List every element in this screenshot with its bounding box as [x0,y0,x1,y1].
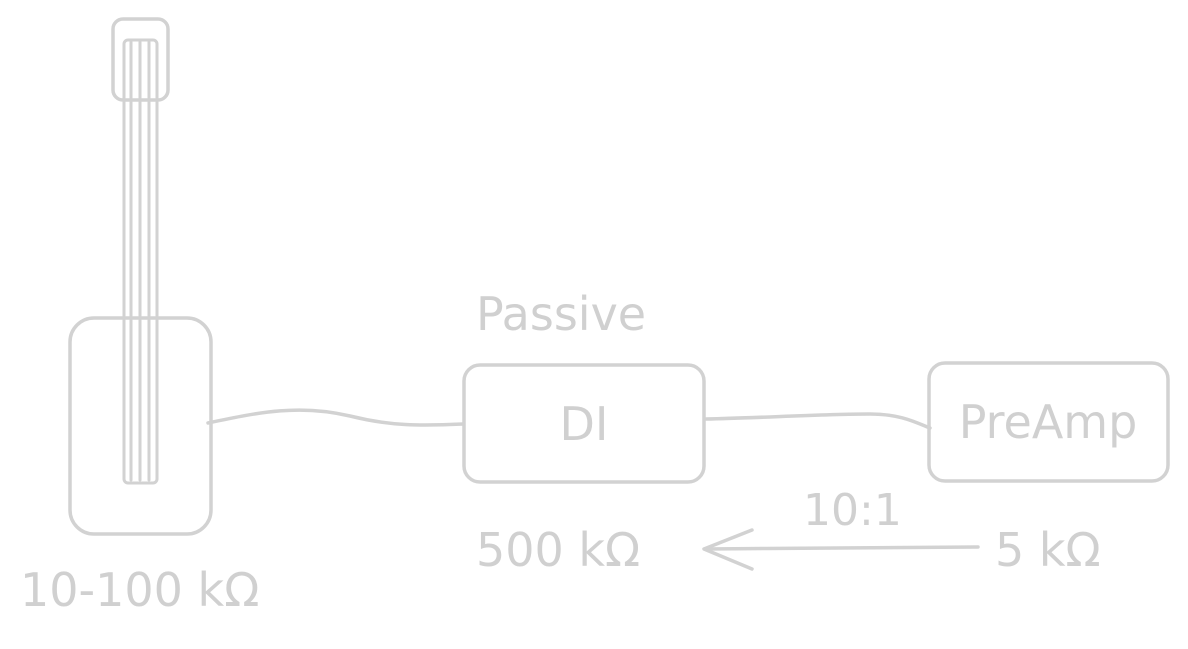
di-label: DI [560,397,609,451]
di-box [462,363,706,484]
preamp-box [927,361,1170,483]
preamp-label: PreAmp [959,395,1138,449]
ratio-label: 10:1 [803,485,902,536]
guitar-impedance-label: 10-100 kΩ [20,563,259,617]
di-impedance-label: 500 kΩ [476,523,640,577]
cable-guitar-to-di [206,408,465,427]
cable-di-to-preamp [704,412,932,430]
di-type-label: Passive [476,287,646,341]
guitar-icon [68,17,213,536]
preamp-impedance-label: 5 kΩ [995,523,1101,577]
impedance-arrow [702,528,980,571]
